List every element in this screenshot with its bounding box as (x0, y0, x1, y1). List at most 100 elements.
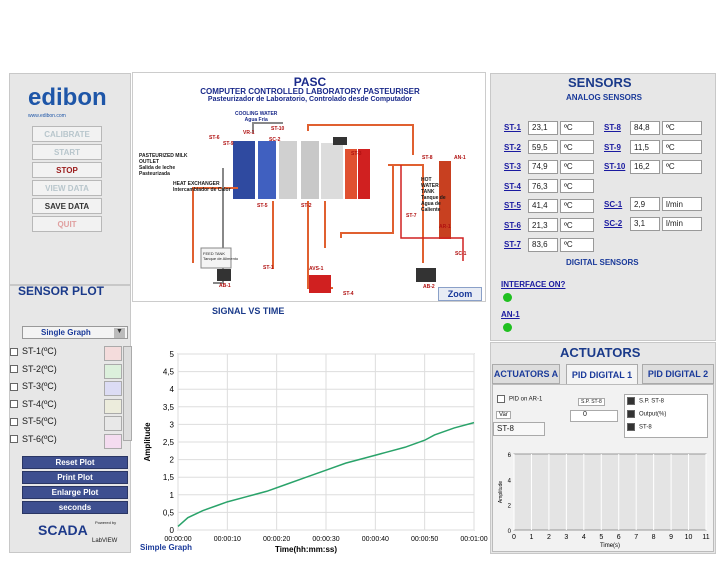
series-item-st4[interactable]: ST-4(ºC) (10, 399, 136, 417)
sensor-unit: ºC (560, 120, 594, 135)
actuators-title: ACTUATORS (560, 345, 641, 360)
series-checkbox[interactable] (10, 400, 18, 409)
series-checkbox[interactable] (10, 347, 18, 356)
scada-logo: SCADA (38, 522, 88, 538)
enlarge-plot-button[interactable]: Enlarge Plot (22, 486, 128, 499)
y-tick-label: 2,5 (163, 438, 175, 447)
series-item-st2[interactable]: ST-2(ºC) (10, 364, 136, 382)
var-field[interactable]: ST-8 (493, 422, 545, 436)
pid-x-label: Time(s) (600, 543, 620, 549)
graph-mode-select[interactable]: Single Graph▼ (22, 326, 128, 339)
sensor-unit: ºC (560, 198, 594, 213)
series-item-st6[interactable]: ST-6(ºC) (10, 434, 136, 452)
stop-button[interactable]: STOP (32, 162, 102, 178)
print-plot-button[interactable]: Print Plot (22, 471, 128, 484)
ab2-tag: AB-2 (423, 284, 435, 290)
an1-led (503, 323, 512, 332)
series-checkbox[interactable] (10, 435, 18, 444)
calibrate-button[interactable]: CALIBRATE (32, 126, 102, 142)
sensor-label: SC-1 (604, 199, 623, 209)
quit-button[interactable]: QUIT (32, 216, 102, 232)
interface-led (503, 293, 512, 302)
series-scrollbar[interactable] (123, 346, 132, 441)
y-axis-label: Amplitude (143, 422, 152, 462)
interface-on-indicator: INTERFACE ON? (501, 280, 565, 302)
x-tick-label: 00:00:50 (411, 536, 438, 543)
y-tick-label: 0,5 (163, 508, 175, 517)
labview-logo: LabVIEW (92, 538, 118, 544)
legend-checkbox[interactable] (627, 423, 635, 431)
tab-pid-digital-1[interactable]: PID DIGITAL 1 (566, 364, 638, 384)
sensor-value: 21,3 (528, 218, 558, 233)
sc1-tag: SC-1 (455, 251, 467, 257)
sensor-label: ST-5 (504, 201, 521, 211)
view-data-button[interactable]: VIEW DATA (32, 180, 102, 196)
sensor-unit: ºC (662, 120, 702, 135)
st5-tag: ST-5 (257, 203, 268, 209)
legend-checkbox[interactable] (627, 410, 635, 418)
sensor-value: 76,3 (528, 179, 558, 194)
chevron-down-icon: ▼ (114, 328, 125, 338)
pid-x-tick: 7 (634, 534, 638, 541)
x-tick-label: 00:00:00 (164, 536, 191, 543)
legend-checkbox[interactable] (627, 397, 635, 405)
sensor-label: ST-9 (604, 142, 621, 152)
sensor-label: ST-2 (504, 142, 521, 152)
sensor-label: ST-6 (504, 220, 521, 230)
zoom-button[interactable]: Zoom (438, 287, 482, 301)
setpoint-stepper[interactable]: 0 (570, 410, 618, 422)
st4-tag: ST-4 (343, 291, 354, 297)
st2-tag: ST-2 (301, 203, 312, 209)
tab-actuators-a[interactable]: ACTUATORS A (492, 364, 560, 384)
ab1-tag: AB-1 (219, 283, 231, 289)
series-checkbox[interactable] (10, 382, 18, 391)
x-tick-label: 00:00:30 (312, 536, 339, 543)
sensor-label: ST-3 (504, 162, 521, 172)
start-button[interactable]: START (32, 144, 102, 160)
sensor-unit: l/min (662, 216, 702, 231)
save-data-button[interactable]: SAVE DATA (32, 198, 102, 214)
digital-sensors-title: DIGITAL SENSORS (566, 258, 639, 267)
time-units-select[interactable]: seconds (22, 501, 128, 514)
pid-on-checkbox[interactable]: PID on AR-1 (497, 395, 542, 403)
chart-footer-label: Simple Graph (140, 543, 193, 552)
reset-plot-button[interactable]: Reset Plot (22, 456, 128, 469)
pid-y-tick: 6 (508, 453, 512, 459)
sensor-unit: ºC (560, 140, 594, 155)
series-checkbox[interactable] (10, 417, 18, 426)
series-checkbox[interactable] (10, 365, 18, 374)
series-color-swatches (104, 346, 122, 449)
x-tick-label: 00:01:00 (460, 536, 487, 543)
sensor-label: ST-7 (504, 240, 521, 250)
sensor-unit: ºC (560, 218, 594, 233)
sensor-unit: ºC (560, 179, 594, 194)
tab-pid-digital-2[interactable]: PID DIGITAL 2 (642, 364, 714, 384)
app-title: COMPUTER CONTROLLED LABORATORY PASTEURIS… (200, 87, 420, 96)
x-tick-label: 00:00:20 (263, 536, 290, 543)
avs1-tag: AVS-1 (309, 266, 324, 272)
sensor-value: 23,1 (528, 120, 558, 135)
sensor-plot-title: SENSOR PLOT (18, 284, 105, 298)
an1-tag: AN-1 (454, 155, 466, 161)
y-tick-label: 3 (170, 420, 175, 429)
series-item-st3[interactable]: ST-3(ºC) (10, 381, 136, 399)
pid-x-tick: 2 (547, 534, 551, 541)
series-item-st5[interactable]: ST-5(ºC) (10, 416, 136, 434)
sensor-value: 3,1 (630, 216, 660, 231)
pid-x-tick: 9 (669, 534, 673, 541)
series-item-st1[interactable]: ST-1(ºC) (10, 346, 136, 364)
sensors-panel (490, 73, 716, 341)
pid-y-label: Amplitude (498, 481, 504, 503)
sensor-value: 16,2 (630, 159, 660, 174)
y-tick-label: 5 (170, 350, 175, 359)
y-tick-label: 4 (170, 385, 175, 394)
